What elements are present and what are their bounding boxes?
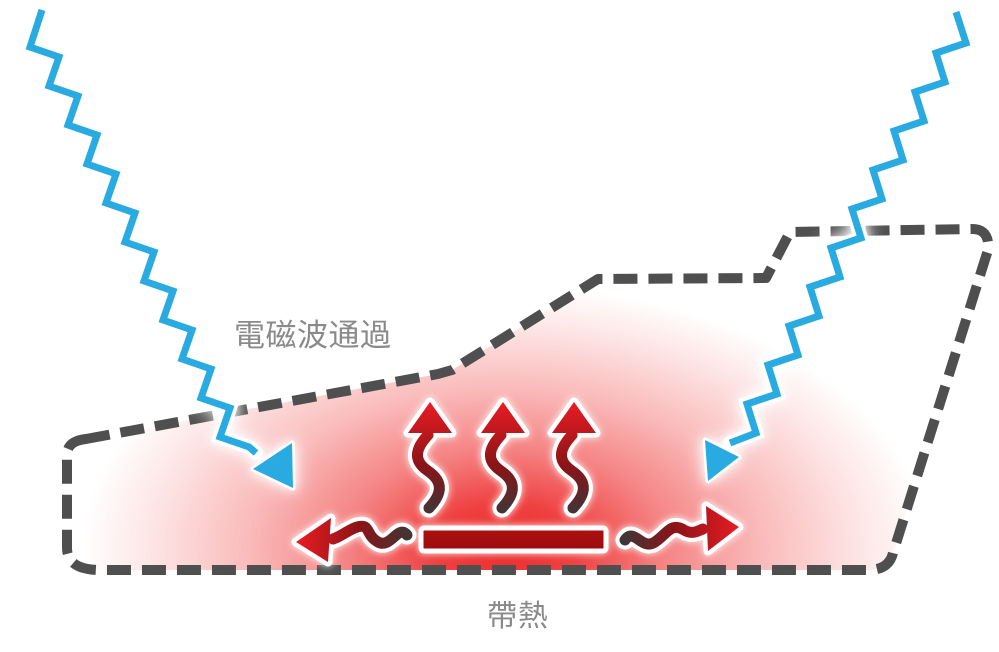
em-wave-label: 電磁波通過 [234, 318, 392, 353]
heat-spread-left-arrowhead [296, 518, 331, 562]
heat-spread-left-arrow [327, 520, 413, 549]
heat-rise-arrow-3-arrowhead [552, 402, 596, 433]
heat-rise-arrow-3 [556, 429, 589, 514]
heat-spread-right-arrow [619, 521, 709, 550]
em-wave-left-arrowhead [250, 440, 296, 491]
em-wave-left-zigzag [25, 8, 259, 456]
heat-rise-arrows [403, 397, 601, 518]
em-wave-left-outline [21, 3, 263, 460]
em-wave-right-arrowhead [702, 437, 742, 484]
heat-rise-arrow-2-arrowhead [481, 402, 525, 433]
em-wave-right [702, 5, 975, 484]
em-wave-right-zigzag [728, 10, 971, 447]
heat-rise-arrow-1-arrowhead [408, 402, 452, 433]
enclosure-dashed-outline [62, 224, 994, 575]
heat-spread-arrows [291, 501, 744, 567]
heat-label: 帶熱 [487, 600, 549, 633]
heat-source-bar-group [418, 525, 609, 554]
heat-rise-arrow-1 [412, 429, 445, 514]
enclosure-glow-fill [67, 229, 989, 570]
em-wave-left [21, 3, 296, 491]
heat-rise-arrow-2 [485, 429, 518, 514]
heat-spread-right-arrowhead [706, 506, 739, 551]
heat-source-bar [418, 525, 609, 554]
